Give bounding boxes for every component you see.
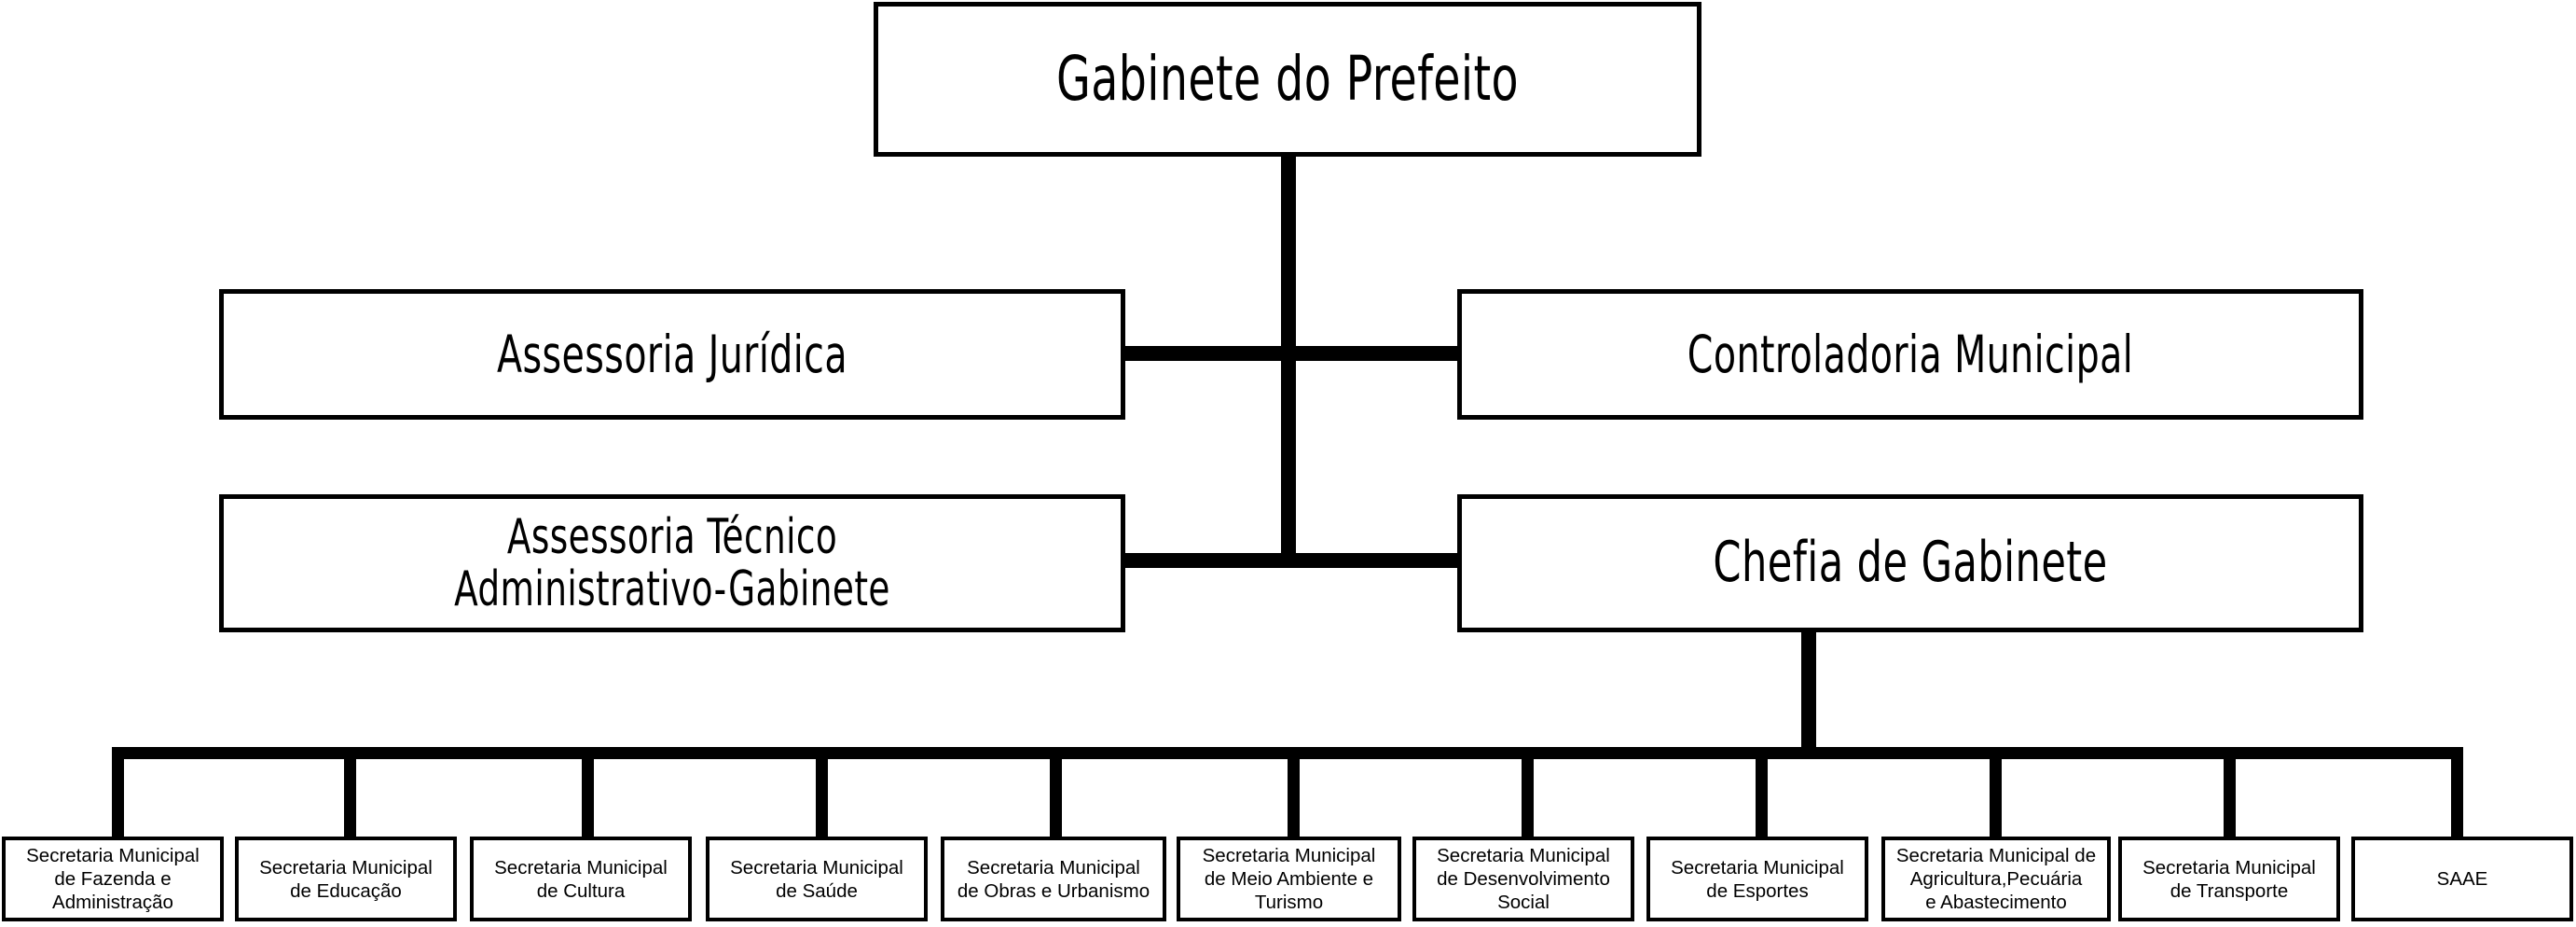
connector-riser-4 <box>1050 747 1062 840</box>
node-secretaria[interactable]: Secretaria Municipal de Transporte <box>2118 837 2340 921</box>
connector-riser-6 <box>1522 747 1534 840</box>
node-label: Secretaria Municipal de Educação <box>259 856 433 902</box>
node-secretaria[interactable]: Secretaria Municipal de Desenvolvimento … <box>1412 837 1634 921</box>
connector-riser-1 <box>344 747 356 840</box>
connector-riser-5 <box>1288 747 1300 840</box>
connector-riser-8 <box>1990 747 2002 840</box>
connector-riser-7 <box>1756 747 1768 840</box>
node-label: Secretaria Municipal de Obras e Urbanism… <box>957 856 1150 902</box>
node-secretaria[interactable]: Secretaria Municipal de Esportes <box>1646 837 1868 921</box>
node-label: Gabinete do Prefeito <box>1056 43 1519 116</box>
node-label: SAAE <box>2436 868 2488 890</box>
node-label: Assessoria Jurídica <box>496 324 848 384</box>
connector-root-trunk <box>1281 155 1296 568</box>
node-label: Secretaria Municipal de Desenvolvimento … <box>1437 845 1610 913</box>
node-secretaria[interactable]: Secretaria Municipal de Meio Ambiente e … <box>1177 837 1401 921</box>
node-secretaria[interactable]: Secretaria Municipal de Obras e Urbanism… <box>941 837 1166 921</box>
node-label: Secretaria Municipal de Esportes <box>1671 856 1844 902</box>
connector-riser-9 <box>2224 747 2236 840</box>
node-label: Secretaria Municipal de Cultura <box>494 856 668 902</box>
node-secretaria[interactable]: Secretaria Municipal de Educação <box>235 837 457 921</box>
node-label: Assessoria Técnico Administrativo-Gabine… <box>454 508 890 617</box>
node-chefia-de-gabinete[interactable]: Chefia de Gabinete <box>1457 494 2363 632</box>
connector-riser-3 <box>816 747 828 840</box>
node-assessoria-juridica[interactable]: Assessoria Jurídica <box>219 289 1125 420</box>
node-label: Controladoria Municipal <box>1687 324 2134 384</box>
connector-row2-bar <box>1122 346 1461 361</box>
connector-chefia-trunk <box>1801 630 1816 759</box>
node-label: Secretaria Municipal de Agricultura,Pecu… <box>1895 845 2097 913</box>
connector-riser-0 <box>112 747 124 840</box>
node-assessoria-tecnico-administrativo-gabinete[interactable]: Assessoria Técnico Administrativo-Gabine… <box>219 494 1125 632</box>
node-controladoria-municipal[interactable]: Controladoria Municipal <box>1457 289 2363 420</box>
node-secretaria[interactable]: Secretaria Municipal de Cultura <box>470 837 692 921</box>
node-secretaria[interactable]: SAAE <box>2351 837 2573 921</box>
node-secretaria[interactable]: Secretaria Municipal de Saúde <box>706 837 928 921</box>
node-secretaria[interactable]: Secretaria Municipal de Agricultura,Pecu… <box>1881 837 2111 921</box>
node-label: Secretaria Municipal de Saúde <box>730 856 903 902</box>
node-secretaria[interactable]: Secretaria Municipal de Fazenda e Admini… <box>2 837 224 921</box>
node-label: Chefia de Gabinete <box>1713 530 2108 596</box>
node-label: Secretaria Municipal de Meio Ambiente e … <box>1202 845 1376 913</box>
connector-row3-bar <box>1122 553 1461 568</box>
node-gabinete-do-prefeito[interactable]: Gabinete do Prefeito <box>874 2 1701 157</box>
node-label: Secretaria Municipal de Fazenda e Admini… <box>26 845 200 913</box>
connector-riser-2 <box>582 747 594 840</box>
connector-riser-10 <box>2451 747 2463 840</box>
node-label: Secretaria Municipal de Transporte <box>2142 856 2316 902</box>
